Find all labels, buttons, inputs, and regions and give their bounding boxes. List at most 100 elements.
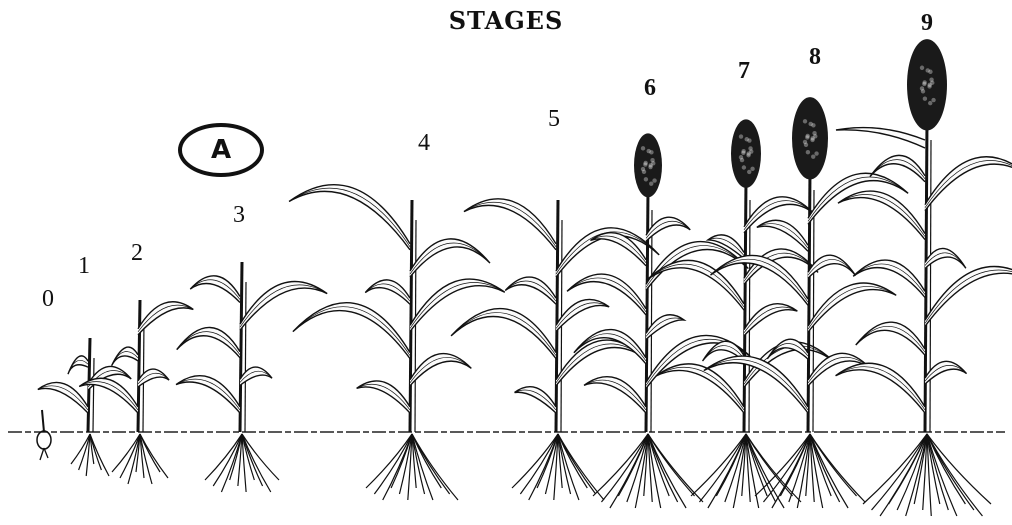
stage-label-0: 0 xyxy=(42,286,54,313)
leaf-shape xyxy=(289,185,410,250)
grain-highlight-shape xyxy=(920,66,924,70)
seed-shape xyxy=(37,431,51,449)
leaf-shape xyxy=(451,309,556,359)
leaf-shape xyxy=(68,356,88,374)
stem-edge-shape xyxy=(930,140,931,432)
grain-highlight-shape xyxy=(652,178,656,182)
grain-highlight-shape xyxy=(641,167,645,171)
grain-highlight-shape xyxy=(806,150,810,154)
grain-highlight-shape xyxy=(923,97,927,101)
stem-shape xyxy=(646,190,648,432)
grain-highlight-shape xyxy=(747,170,751,174)
root-shape xyxy=(810,434,865,502)
plants-group xyxy=(37,39,1012,516)
leaf-shape xyxy=(925,267,1012,327)
root-shape xyxy=(627,434,648,502)
stage-label-2: 2 xyxy=(131,240,143,267)
leaf-shape xyxy=(744,304,797,336)
stem-edge-shape xyxy=(749,200,750,432)
figure-title: STAGES xyxy=(0,6,1012,35)
grain-highlight-shape xyxy=(749,149,753,153)
leaf-shape xyxy=(240,367,272,385)
leaf-shape xyxy=(838,191,925,240)
grain-highlight-shape xyxy=(920,86,924,90)
root-shape xyxy=(725,434,746,502)
plant-stage-9 xyxy=(836,39,1012,516)
leaf-shape xyxy=(656,364,744,413)
stem-edge-shape xyxy=(813,190,814,432)
leaf-shape xyxy=(138,302,193,335)
leaf-shape xyxy=(410,239,490,277)
root-shape xyxy=(221,434,242,492)
root-shape xyxy=(242,434,271,492)
leaf-shape xyxy=(505,277,556,304)
root-shape xyxy=(383,434,412,500)
grain-highlight-shape xyxy=(927,84,931,88)
leaf-shape xyxy=(925,157,1012,211)
root-shape xyxy=(71,434,90,464)
grain-highlight-shape xyxy=(810,138,814,142)
root-shape xyxy=(558,434,604,500)
leaf-shape xyxy=(357,381,410,413)
root-shape xyxy=(906,434,927,516)
grain-highlight-shape xyxy=(747,138,751,142)
grain-highlight-shape xyxy=(928,70,932,74)
leaf-shape xyxy=(410,279,505,331)
grain-highlight-shape xyxy=(931,98,935,102)
grain-highlight-shape xyxy=(742,165,746,169)
grain-highlight-shape xyxy=(928,101,932,105)
grain-highlight-shape xyxy=(814,151,818,155)
leaf-shape xyxy=(240,281,327,330)
stem-edge-shape xyxy=(245,282,246,432)
grain-highlight-shape xyxy=(750,167,754,171)
seed-head-shape xyxy=(907,39,947,130)
grain-highlight-shape xyxy=(739,155,743,159)
leaf-shape xyxy=(646,217,690,241)
leaf-shape xyxy=(365,280,410,304)
sprout-shape xyxy=(42,410,44,432)
root-shape xyxy=(412,434,433,500)
stage-label-7: 7 xyxy=(738,58,750,85)
root-shape xyxy=(927,434,982,516)
grain-highlight-shape xyxy=(746,153,750,157)
plant-stage-7 xyxy=(647,119,833,508)
grain-highlight-shape xyxy=(649,150,653,154)
stem-shape xyxy=(808,170,810,432)
plant-stage-3 xyxy=(176,262,327,492)
root-shape xyxy=(120,434,140,478)
seed-head-shape xyxy=(792,97,828,179)
seed-head-shape xyxy=(731,119,761,188)
stem-shape xyxy=(556,200,558,432)
grain-highlight-shape xyxy=(648,165,652,169)
plant-stage-4 xyxy=(289,185,505,500)
leaf-shape xyxy=(836,363,925,413)
stem-shape xyxy=(925,120,927,432)
grain-highlight-shape xyxy=(739,134,743,138)
stem-edge-shape xyxy=(93,358,94,432)
stage-label-6: 6 xyxy=(644,75,656,102)
grain-highlight-shape xyxy=(644,177,648,181)
root-shape xyxy=(810,434,857,496)
root-shape xyxy=(789,434,810,502)
grain-highlight-shape xyxy=(930,81,934,85)
stage-label-1: 1 xyxy=(78,253,90,280)
leaf-shape xyxy=(757,220,808,251)
stem-edge-shape xyxy=(651,210,652,432)
stage-label-4: 4 xyxy=(418,130,430,157)
leaf-shape xyxy=(856,322,925,355)
leaf-shape xyxy=(925,361,967,384)
root-shape xyxy=(412,434,458,500)
stage-label-8: 8 xyxy=(809,44,821,71)
circled-marker: A xyxy=(178,123,264,177)
leaf-shape xyxy=(112,347,138,366)
stem-shape xyxy=(410,200,412,432)
stem-shape xyxy=(744,180,746,432)
stage-label-3: 3 xyxy=(233,202,245,229)
seed-root-shape xyxy=(40,448,48,460)
grain-highlight-shape xyxy=(805,134,809,138)
leaf-shape xyxy=(190,276,240,303)
leaf-shape xyxy=(464,199,556,250)
grain-highlight-shape xyxy=(641,146,645,150)
grain-highlight-shape xyxy=(803,119,807,123)
